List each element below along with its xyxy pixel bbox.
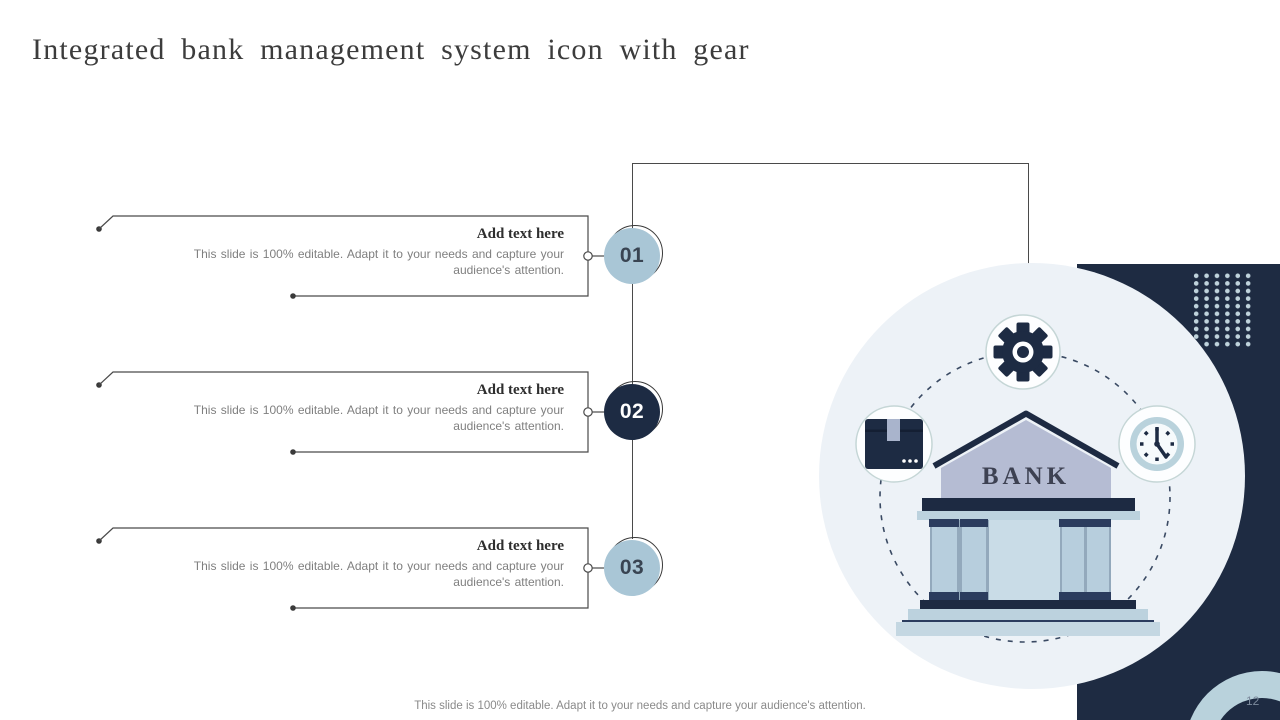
step-circle-01[interactable]: 01 (604, 225, 663, 284)
clock-icon (1118, 405, 1196, 483)
dashed-orbit-circle (879, 351, 1171, 643)
routing-line-top (632, 163, 1029, 164)
step-number: 02 (604, 384, 660, 440)
timeline-spine-line (632, 163, 633, 539)
step-number: 01 (604, 228, 660, 284)
timeline-item-1: Add text here This slide is 100% editabl… (90, 205, 610, 305)
page-title: Integrated bank management system icon w… (32, 33, 750, 66)
gear-icon (985, 314, 1061, 390)
bank-illustration: BANK (855, 314, 1196, 643)
timeline-item-3: Add text here This slide is 100% editabl… (90, 517, 610, 617)
step-circle-03[interactable]: 03 (604, 537, 663, 596)
item-heading[interactable]: Add text here (476, 538, 564, 554)
item-body[interactable]: This slide is 100% editable. Adapt it to… (193, 559, 564, 589)
package-icon (855, 405, 933, 483)
item-heading[interactable]: Add text here (476, 382, 564, 398)
callout-outline (96, 215, 604, 299)
callout-outline (96, 527, 604, 611)
item-heading[interactable]: Add text here (476, 226, 564, 242)
bank-sign-label: BANK (982, 463, 1070, 490)
page-number: 12 (1246, 694, 1260, 708)
timeline-item-2: Add text here This slide is 100% editabl… (90, 361, 610, 461)
item-body[interactable]: This slide is 100% editable. Adapt it to… (193, 247, 564, 277)
step-circle-02[interactable]: 02 (604, 381, 663, 440)
item-body[interactable]: This slide is 100% editable. Adapt it to… (193, 403, 564, 433)
step-number: 03 (604, 540, 660, 596)
bank-building-icon: BANK (896, 410, 1160, 636)
callout-outline (96, 371, 604, 455)
footer-note: This slide is 100% editable. Adapt it to… (414, 700, 866, 712)
dots-pattern (1191, 272, 1254, 348)
routing-line-right (1028, 163, 1029, 267)
